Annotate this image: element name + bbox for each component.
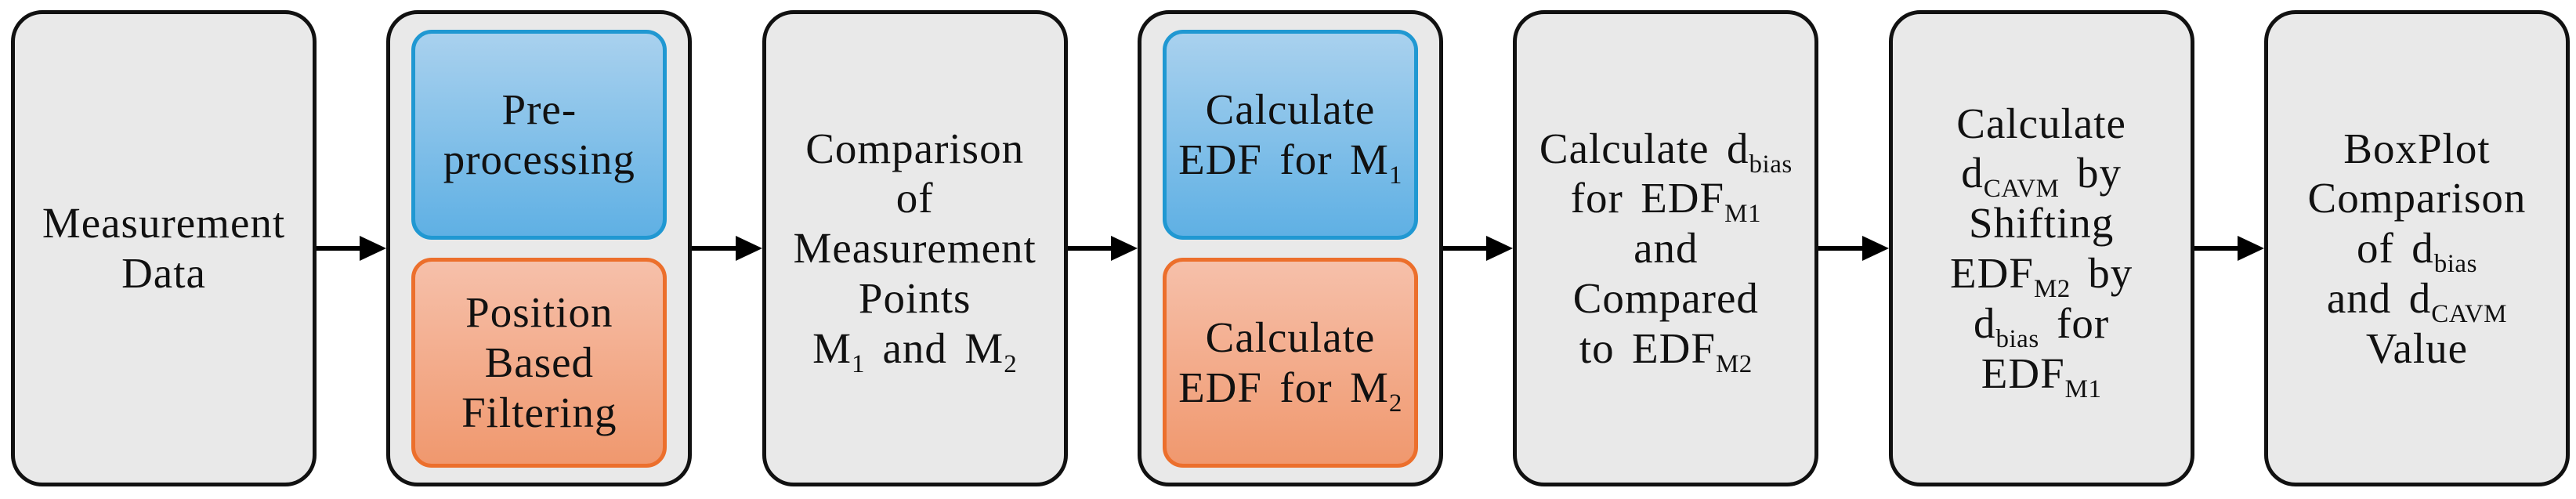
arrow-line: [2194, 246, 2238, 251]
arrow-line: [1067, 246, 1112, 251]
arrow-head-icon: [1486, 236, 1514, 261]
flow-arrow-4: [1442, 10, 1514, 486]
subnode-pre-processing: Pre-processing: [411, 30, 668, 240]
arrow-head-icon: [1110, 236, 1138, 261]
arrow-head-icon: [360, 236, 387, 261]
arrow-head-icon: [1861, 236, 1889, 261]
arrow-head-icon: [735, 236, 762, 261]
flow-arrow-3: [1067, 10, 1138, 486]
flow-arrow-5: [1818, 10, 1889, 486]
arrow-line: [692, 246, 736, 251]
arrow-line: [1442, 246, 1488, 251]
arrow-head-icon: [2237, 236, 2264, 261]
arrow-line: [317, 246, 361, 251]
flow-arrow-2: [692, 10, 762, 486]
arrow-line: [1818, 246, 1863, 251]
flow-arrow-6: [2194, 10, 2264, 486]
flow-arrow-1: [317, 10, 387, 486]
pre-processing-label: Pre-processing: [443, 85, 635, 183]
